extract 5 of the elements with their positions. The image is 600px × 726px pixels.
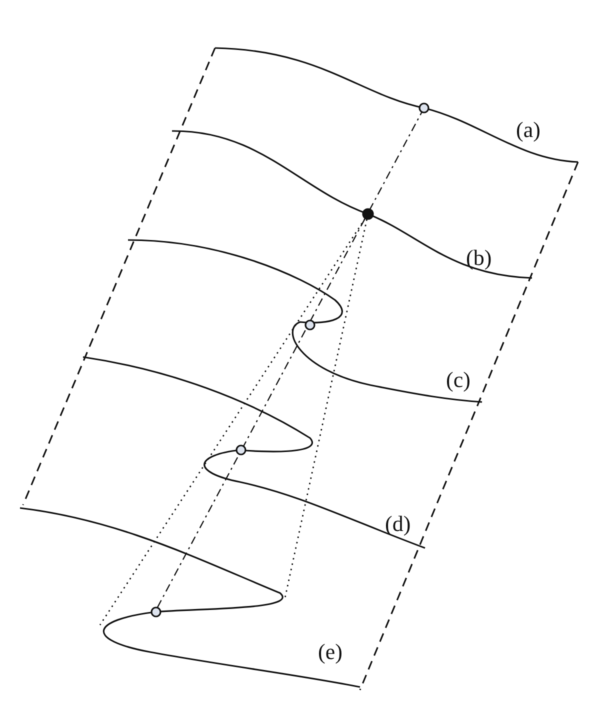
curve-label: (b) bbox=[466, 246, 492, 270]
curve-label: (e) bbox=[318, 640, 342, 664]
curve-label: (d) bbox=[385, 512, 411, 536]
curve-label: (a) bbox=[516, 118, 540, 142]
curve-label: (c) bbox=[446, 368, 470, 392]
